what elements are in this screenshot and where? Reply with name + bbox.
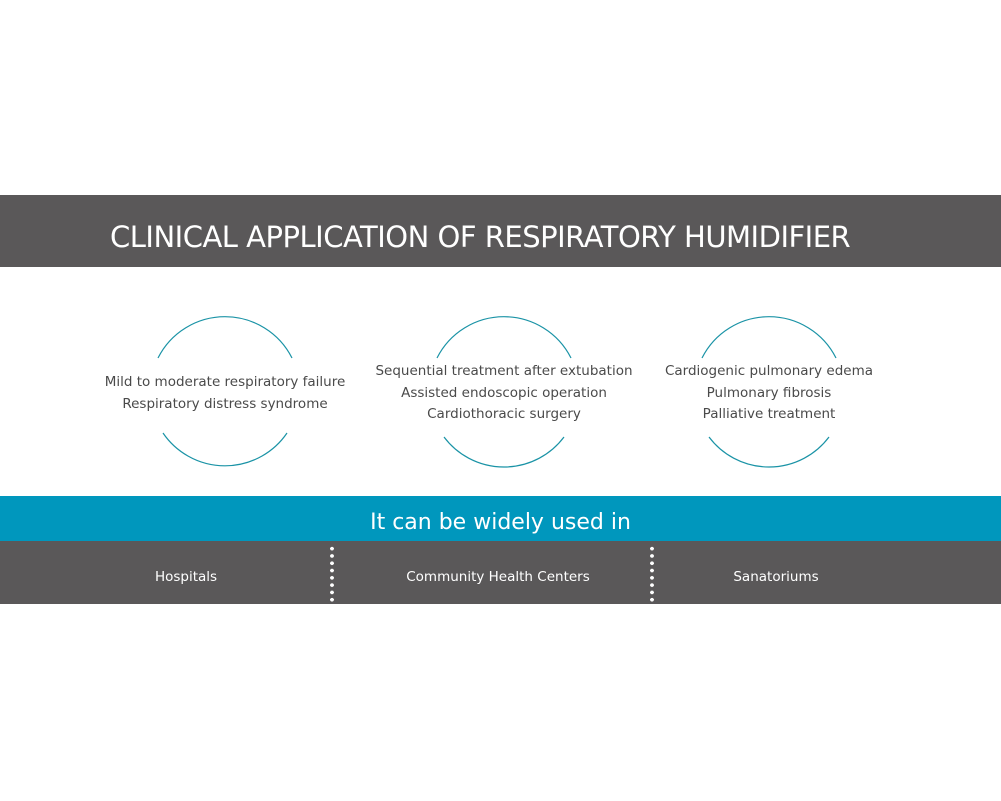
usage-title-bar: It can be widely used in [0,496,1001,541]
header-banner: CLINICAL APPLICATION OF RESPIRATORY HUMI… [0,195,1001,267]
application-item: Cardiogenic pulmonary edema [664,363,874,379]
circle-1-bottom-arc [162,432,288,467]
circle-2-bottom-arc [443,436,565,468]
circle-2-top-arc [436,316,572,359]
circle-3-text: Cardiogenic pulmonary edema Pulmonary fi… [619,361,919,426]
application-item: Sequential treatment after extubation [375,363,633,379]
circle-3-top-arc [701,316,837,359]
circle-3-bottom-arc [708,436,830,468]
page-title: CLINICAL APPLICATION OF RESPIRATORY HUMI… [110,220,851,254]
circle-1-top-arc [157,316,293,359]
dotted-divider [650,545,654,603]
usage-places-bar: Hospitals Community Health Centers Sanat… [0,541,1001,604]
circle-1-text: Mild to moderate respiratory failure Res… [75,372,375,415]
application-item: Pulmonary fibrosis [706,384,832,401]
application-item: Palliative treatment [702,406,836,422]
application-item: Assisted endoscopic operation [401,384,607,401]
place-hospitals: Hospitals [154,569,218,585]
application-item: Cardiothoracic surgery [427,406,581,422]
dotted-divider [330,545,334,603]
place-community-health-centers: Community Health Centers [406,569,590,585]
application-item: Mild to moderate respiratory failure [104,374,346,390]
usage-title: It can be widely used in [370,510,631,535]
place-sanatoriums: Sanatoriums [733,569,819,585]
application-item: Respiratory distress syndrome [122,395,328,412]
circle-2-text: Sequential treatment after extubation As… [354,361,654,426]
